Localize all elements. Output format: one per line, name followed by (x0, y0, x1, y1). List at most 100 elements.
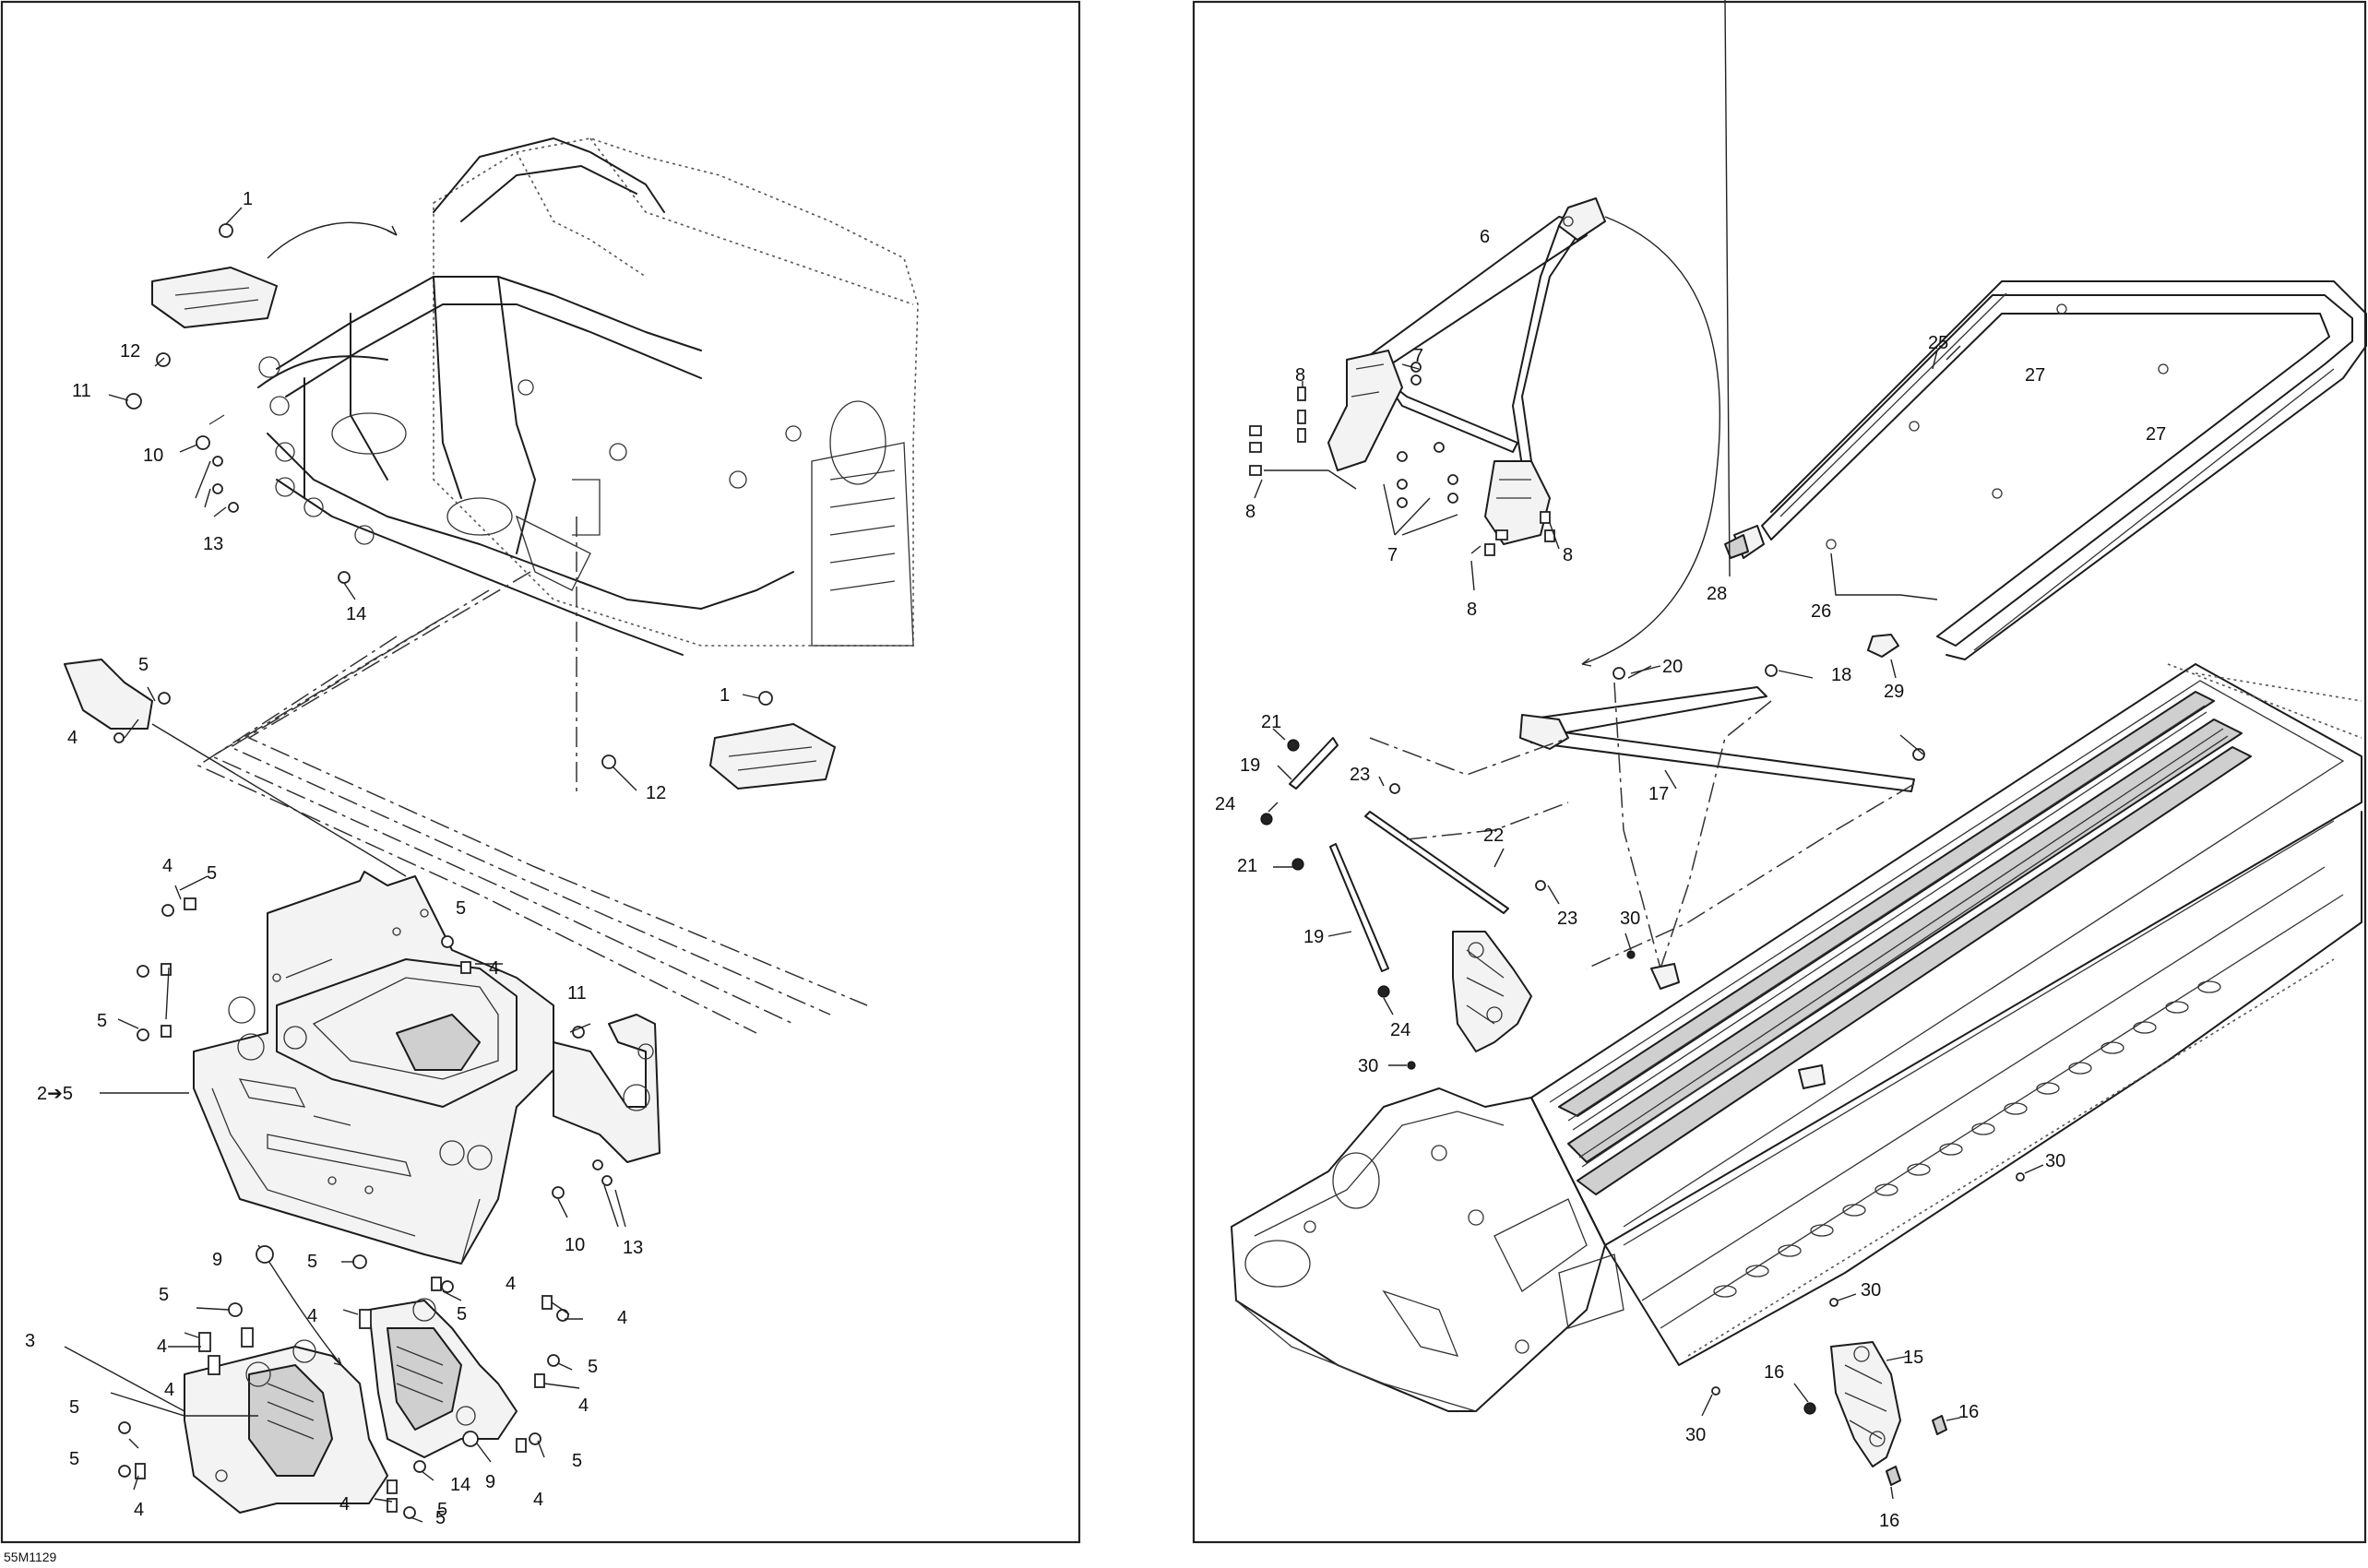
callout-label: 5 (456, 898, 466, 919)
callout-label: 4 (339, 1494, 350, 1515)
callout-label: 30 (2045, 1151, 2065, 1171)
callout-label: 2➔5 (37, 1084, 73, 1104)
callout-label: 9 (212, 1250, 222, 1270)
callout-label: 19 (1303, 927, 1324, 947)
callout-label: 26 (1811, 601, 1831, 622)
callout-label: 30 (1358, 1056, 1378, 1076)
chassis-frame-lower-right (1231, 1087, 1624, 1412)
callout-label: 16 (1958, 1402, 1979, 1422)
callout-label: 4 (157, 1336, 167, 1357)
callout-label: 5 (159, 1285, 169, 1305)
right-panel-frame (1192, 0, 2367, 1544)
callout-label: 5 (572, 1451, 582, 1471)
left-panel-frame (0, 0, 1081, 1544)
callout-label: 1 (720, 685, 730, 706)
bumper-end-caps (1724, 0, 1899, 679)
callout-label: 17 (1648, 784, 1669, 804)
callout-label: 27 (2146, 424, 2166, 445)
callout-label: 23 (1350, 765, 1370, 785)
callout-label: 4 (162, 856, 173, 876)
callout-label: 9 (485, 1472, 495, 1492)
fastener-group-a-frame (1249, 362, 1560, 591)
callout-label: 4 (307, 1306, 317, 1326)
callout-label: 24 (1390, 1020, 1410, 1040)
callout-labels: 1 12 11 10 13 14 5 4 1 12 4 5 5 4 5 11 2… (25, 189, 2166, 1531)
callout-label: 11 (72, 381, 91, 401)
callout-label: 3 (25, 1331, 35, 1351)
callout-label: 5 (307, 1252, 317, 1272)
callout-label: 18 (1831, 665, 1851, 685)
footrest-plate-right (601, 691, 836, 791)
callout-label: 29 (1884, 682, 1904, 702)
callout-label: 8 (1245, 502, 1255, 522)
callout-label: 4 (67, 728, 77, 748)
callout-label: 8 (1467, 600, 1477, 620)
callout-label: 13 (203, 534, 223, 554)
callout-label: 30 (1620, 909, 1640, 929)
suspension-bracket-front (1452, 931, 1532, 1052)
callout-label: 14 (346, 604, 366, 624)
callout-label: 4 (578, 1396, 589, 1416)
callout-label: 4 (506, 1274, 516, 1294)
callout-label: 25 (1928, 333, 1948, 353)
callout-label: 6 (1480, 227, 1490, 247)
fastener-group-upper-left (108, 352, 356, 600)
callout-label: 4 (489, 958, 499, 979)
bracket-left-small (64, 659, 407, 877)
callout-label: 21 (1261, 712, 1281, 732)
callout-label: 22 (1483, 826, 1504, 846)
callout-label: 24 (1215, 794, 1235, 814)
tunnel-heat-exchanger (1530, 663, 2362, 1366)
callout-label: 4 (533, 1490, 543, 1510)
callout-label: 30 (1685, 1425, 1706, 1445)
callout-label: 1 (243, 189, 253, 209)
steering-bracket-assembly (64, 1244, 518, 1514)
callout-label: 16 (1764, 1362, 1784, 1383)
callout-label: 5 (138, 655, 149, 675)
fastener-group-chassis-plate (100, 875, 626, 1228)
callout-label: 16 (1879, 1511, 1899, 1531)
callout-label: 7 (1387, 545, 1398, 565)
callout-label: 5 (69, 1449, 79, 1469)
callout-label: 5 (435, 1508, 446, 1528)
tunnel-struts (1260, 664, 1925, 1016)
rear-bumper (1761, 280, 2367, 660)
callout-label: 20 (1662, 657, 1683, 677)
callout-label: 8 (1295, 365, 1305, 386)
callout-label: 5 (457, 1304, 467, 1324)
callout-label: 12 (646, 783, 666, 803)
chassis-frame-upper (257, 137, 919, 656)
callout-label: 11 (567, 983, 587, 1004)
callout-label: 21 (1237, 856, 1257, 876)
callout-label: 4 (134, 1500, 144, 1520)
callout-label: 10 (565, 1235, 585, 1255)
phantom-lines-left (196, 517, 868, 1034)
callout-label: 10 (143, 445, 163, 466)
callout-label: 5 (437, 1500, 447, 1520)
callout-label: 5 (588, 1357, 598, 1377)
rear-suspension-bracket (1793, 1341, 1961, 1500)
callout-label: 5 (97, 1011, 107, 1031)
callout-label: 28 (1707, 584, 1727, 604)
callout-label: 27 (2025, 365, 2045, 386)
callout-label: 13 (623, 1238, 643, 1258)
fastener-group-lower (118, 1245, 583, 1523)
callout-label: 4 (164, 1380, 174, 1400)
callout-label: 23 (1557, 909, 1577, 929)
callout-label: 8 (1563, 545, 1573, 565)
front-a-frame (1327, 197, 1721, 667)
callout-label: 12 (120, 341, 140, 362)
callout-label: 7 (1413, 346, 1423, 366)
drawing-code: 55M1129 (4, 1550, 57, 1564)
callout-label: 5 (69, 1397, 79, 1418)
front-chassis-plate (193, 871, 660, 1265)
footrest-plate-left (151, 221, 398, 328)
phantom-lines-right (1369, 682, 1915, 969)
callout-label: 19 (1240, 755, 1260, 776)
callout-label: 14 (450, 1475, 470, 1495)
tunnel-cutouts (1713, 980, 2221, 1298)
fastener-1-top (219, 207, 243, 238)
callout-label: 4 (617, 1308, 627, 1328)
callout-label: 15 (1903, 1348, 1923, 1368)
